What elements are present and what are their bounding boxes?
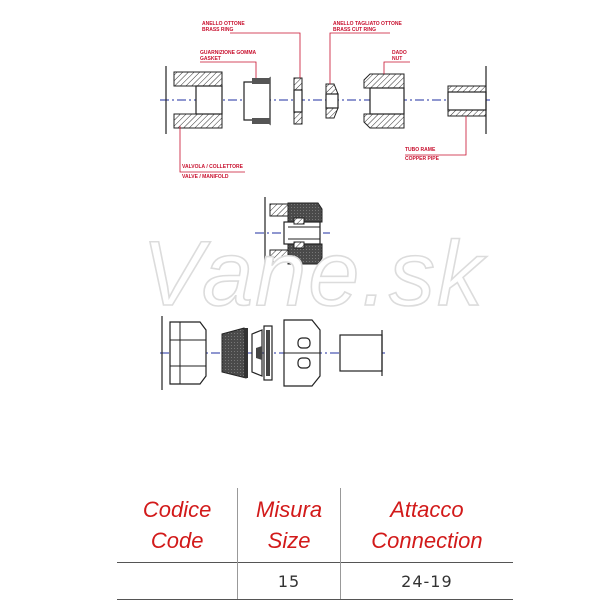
pipe-external	[339, 330, 383, 376]
label-cut-ring-it: ANELLO TAGLIATO OTTONE	[333, 21, 402, 27]
header-connection-en: Connection	[371, 528, 483, 553]
header-connection-it: Attacco	[390, 497, 464, 522]
header-code-en: Code	[150, 528, 204, 553]
label-brass-ring-it: ANELLO OTTONE	[202, 21, 245, 27]
label-valve-it: VALVOLA / COLLETTORE	[182, 164, 244, 170]
label-nut-en: NUT	[392, 56, 402, 62]
nut-external	[283, 319, 321, 387]
gasket-section	[243, 76, 271, 126]
label-gasket-it: GUARNIZIONE GOMMA	[200, 50, 256, 56]
assembled-section-view	[255, 197, 330, 270]
label-pipe-it: TUBO RAME	[405, 147, 436, 153]
table-header-row: Codice Code Misura Size Attacco Connecti…	[117, 488, 513, 563]
copper-pipe-section	[447, 66, 487, 134]
header-code: Codice Code	[117, 488, 238, 563]
header-connection: Attacco Connection	[339, 488, 513, 563]
gasket-external	[221, 327, 248, 379]
label-gasket-en: GASKET	[200, 56, 221, 62]
valve-manifold-section	[165, 66, 223, 134]
brass-ring-section	[293, 77, 303, 125]
cell-size: 15	[237, 562, 341, 600]
label-cut-ring-en: BRASS CUT RING	[333, 27, 376, 33]
table-row: 15 24-19	[117, 562, 513, 600]
spec-table: Codice Code Misura Size Attacco Connecti…	[117, 488, 513, 600]
exploded-external-view	[160, 316, 385, 390]
nut-section	[363, 73, 405, 129]
exploded-section-view: ANELLO OTTONE BRASS RING GUARNIZIONE GOM…	[160, 21, 490, 180]
label-brass-ring-en: BRASS RING	[202, 27, 234, 33]
brass-cut-ring-section	[325, 83, 339, 119]
valve-body-external	[161, 316, 207, 390]
cell-code	[117, 562, 238, 600]
label-pipe-en: COPPER PIPE	[405, 156, 440, 162]
label-valve-en: VALVE / MANIFOLD	[182, 174, 229, 180]
watermark: Vane.sk	[142, 223, 487, 325]
header-size-en: Size	[267, 528, 311, 553]
header-code-it: Codice	[142, 497, 212, 522]
rings-external	[251, 325, 273, 381]
label-nut-it: DADO	[392, 50, 407, 56]
header-size-it: Misura	[256, 497, 323, 522]
header-size: Misura Size	[237, 488, 341, 563]
cell-connection: 24-19	[339, 562, 513, 600]
